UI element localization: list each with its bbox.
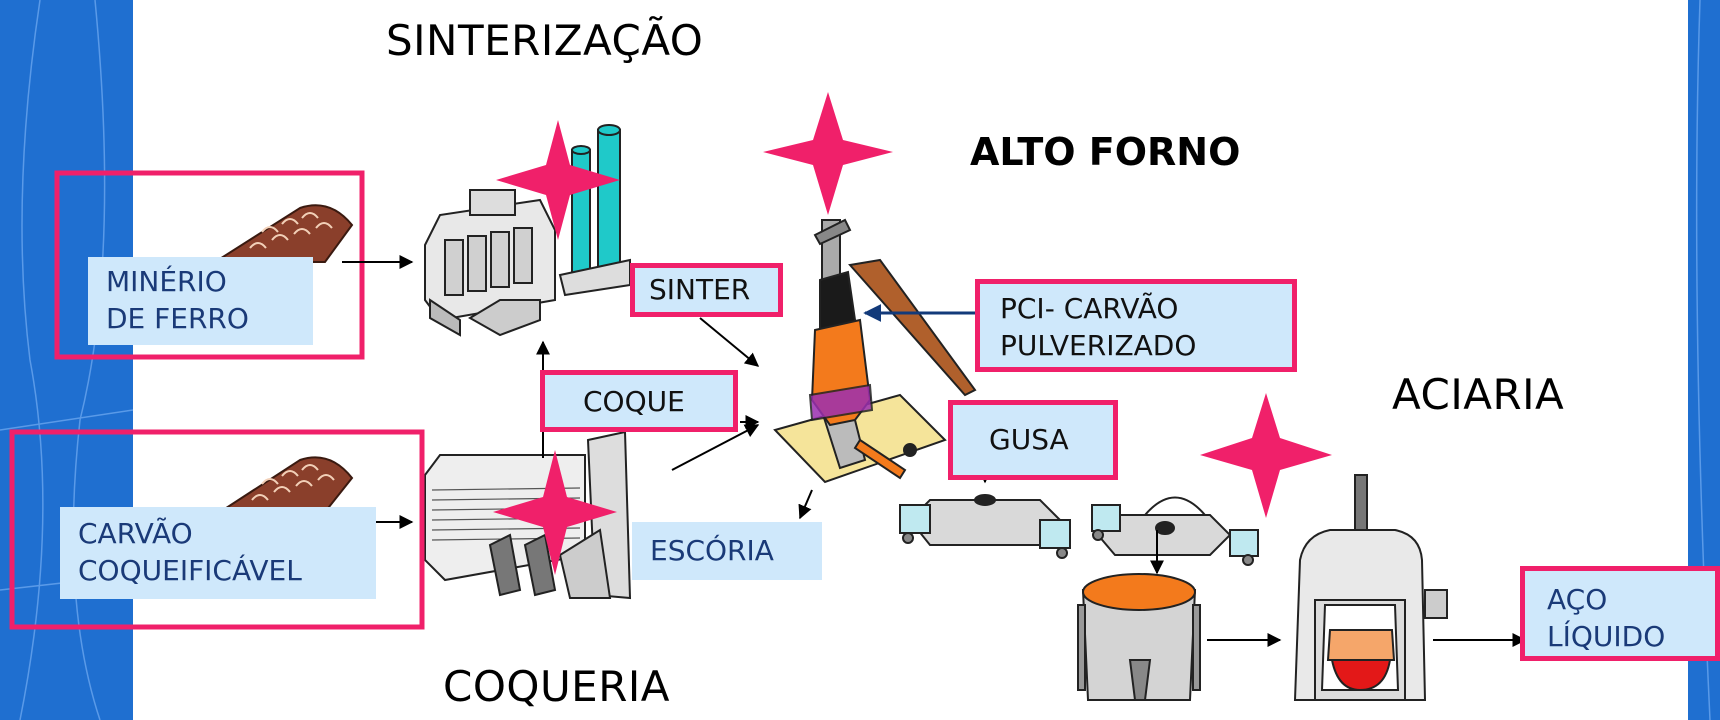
- highlight-frames: [9, 170, 425, 630]
- label-sinter: SINTER: [630, 263, 783, 317]
- blast-furnace-icon: [773, 218, 977, 484]
- label-carvao-coqueificavel: CARVÃO COQUEIFICÁVEL: [60, 507, 376, 599]
- ladle-icon: [1077, 573, 1201, 701]
- label-minerio-de-ferro: MINÉRIO DE FERRO: [88, 257, 313, 345]
- stage-title-alto-forno: ALTO FORNO: [970, 130, 1241, 174]
- converter-icon: [1293, 474, 1448, 701]
- sinter-plant-icon: [424, 124, 631, 337]
- label-pci-carvao-pulverizado: PCI- CARVÃO PULVERIZADO: [975, 279, 1297, 372]
- label-aco-liquido: AÇO LÍQUIDO: [1520, 566, 1720, 661]
- star-icon: [1200, 393, 1332, 518]
- label-coque: COQUE: [540, 370, 738, 432]
- minerio-line1: MINÉRIO: [106, 265, 227, 298]
- star-icon: [763, 92, 893, 215]
- label-escoria: ESCÓRIA: [632, 522, 822, 580]
- stage-title-aciaria: ACIARIA: [1392, 370, 1565, 419]
- stars: [493, 92, 1332, 575]
- arrow-icon: [671, 424, 760, 471]
- star-icon: [493, 450, 617, 575]
- aco-line1: AÇO: [1547, 583, 1608, 616]
- ore-pile-icon: [211, 204, 354, 263]
- torpedo-car-icon: [1091, 496, 1259, 566]
- aco-line2: LÍQUIDO: [1547, 620, 1666, 653]
- carvao-line2: COQUEIFICÁVEL: [78, 554, 302, 587]
- flow-arrows: [342, 255, 1527, 647]
- minerio-line2: DE FERRO: [106, 302, 249, 335]
- torpedo-car-icon: [899, 494, 1071, 559]
- star-icon: [496, 120, 620, 240]
- pci-line1: PCI- CARVÃO: [1000, 292, 1179, 325]
- pci-line2: PULVERIZADO: [1000, 329, 1197, 362]
- arrow-icon: [798, 489, 813, 520]
- carvao-line1: CARVÃO: [78, 517, 193, 550]
- label-gusa: GUSA: [948, 400, 1118, 480]
- coke-oven-icon: [424, 430, 632, 600]
- left-side-panel: [0, 0, 133, 720]
- coal-pile-icon: [216, 456, 354, 513]
- stage-title-coqueria: COQUERIA: [443, 662, 671, 711]
- arrow-icon: [699, 317, 760, 367]
- stage-title-sinterizacao: SINTERIZAÇÃO: [386, 16, 704, 65]
